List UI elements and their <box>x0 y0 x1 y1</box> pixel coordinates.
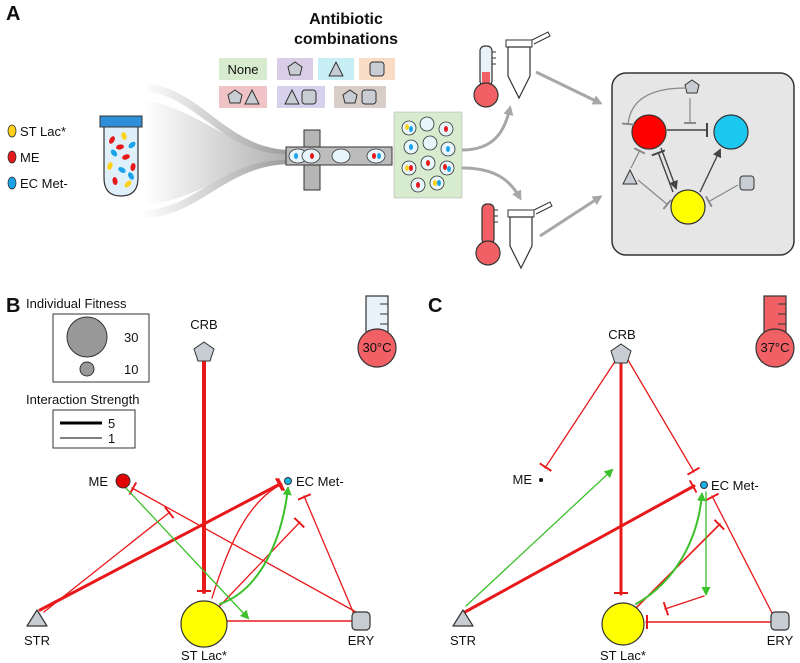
combo-row-1: None <box>219 58 395 80</box>
tube-37c-icon <box>507 201 553 270</box>
pentagon-icon <box>227 89 243 104</box>
ec-met-cell-icon <box>7 176 17 190</box>
me-label-c: ME <box>513 472 533 487</box>
me-node-b <box>115 473 131 489</box>
tube-30c-icon <box>505 31 551 100</box>
me-label-b: ME <box>89 474 109 489</box>
fitness-large-circle <box>66 316 108 358</box>
panel-b-edges <box>38 358 357 628</box>
panel-letter-c: C <box>428 295 442 317</box>
ec-node-c <box>700 481 708 489</box>
fitness-legend-title: Individual Fitness <box>26 296 127 311</box>
panel-letter-a: A <box>6 3 20 25</box>
combo-crb-ery <box>334 86 386 108</box>
square-icon <box>301 89 317 105</box>
thermometer-37c-badge: 37°C <box>755 295 795 368</box>
culture-tube-icon <box>99 115 143 197</box>
temperature-30c-label: 30°C <box>362 340 391 355</box>
pentagon-icon <box>342 89 358 104</box>
crb-node-c <box>610 343 632 364</box>
combo-none-label: None <box>227 62 258 77</box>
triangle-icon <box>328 61 344 77</box>
combo-row-2 <box>219 86 386 108</box>
arrow-to-37c <box>461 166 522 201</box>
panel-a-title-line2: combinations <box>294 31 398 48</box>
funnel-gradient <box>145 100 290 205</box>
st-lac-cell-icon <box>7 124 17 138</box>
thermometer-30c-badge: 30°C <box>357 295 397 368</box>
square-icon <box>739 175 755 191</box>
triangle-icon <box>622 168 638 185</box>
triangle-icon <box>244 88 260 105</box>
strength-legend-title: Interaction Strength <box>26 392 139 407</box>
thermometer-37c-icon <box>475 203 501 266</box>
st-node-b <box>180 600 228 648</box>
str-label-b: STR <box>24 633 50 648</box>
panel-a: A ST Lac* ME EC Met- <box>6 3 795 270</box>
crb-label-c: CRB <box>608 327 635 342</box>
panel-c-edges <box>463 359 773 629</box>
arrow-to-network-bottom <box>539 195 603 238</box>
thermometer-30c-icon <box>473 45 499 108</box>
crb-label-b: CRB <box>190 317 217 332</box>
combo-crb-str <box>219 86 267 108</box>
strain-label-ec: EC Met- <box>20 176 68 191</box>
fitness-large-value: 30 <box>124 330 138 345</box>
arrow-to-network-top <box>535 70 603 105</box>
me-node-c <box>539 478 543 482</box>
str-node-b <box>26 609 48 627</box>
st-node-schematic <box>670 189 706 225</box>
st-label-b: ST Lac* <box>181 648 227 663</box>
combo-none <box>219 58 267 80</box>
panel-a-title-line1: Antibiotic <box>309 11 383 28</box>
fitness-legend: Individual Fitness 30 10 <box>26 296 150 383</box>
ery-label-c: ERY <box>767 633 794 648</box>
panel-letter-b: B <box>6 295 20 317</box>
combo-str-ery <box>277 86 325 108</box>
ery-node-b <box>351 611 371 631</box>
me-cell-icon <box>7 150 17 164</box>
str-label-c: STR <box>450 633 476 648</box>
temperature-37c-label: 37°C <box>760 340 789 355</box>
panel-c: C 37°C CRB ME E <box>428 295 795 663</box>
arrow-to-30c <box>461 105 514 152</box>
microfluidic-channel <box>285 129 393 191</box>
strain-legend: ST Lac* ME EC Met- <box>7 124 68 191</box>
ec-node-b <box>284 477 292 485</box>
fitness-small-value: 10 <box>124 362 138 377</box>
droplet-collection <box>393 111 463 199</box>
ery-node-c <box>770 611 790 631</box>
triangle-icon <box>284 88 300 105</box>
st-node-c <box>601 602 645 646</box>
strength-thin-value: 1 <box>108 431 115 446</box>
str-node-c <box>452 609 474 627</box>
strain-label-me: ME <box>20 150 40 165</box>
pentagon-icon <box>287 61 303 76</box>
pentagon-icon <box>684 79 700 94</box>
ec-node-schematic <box>713 114 749 150</box>
ec-label-c: EC Met- <box>711 478 759 493</box>
strength-legend: Interaction Strength 5 1 <box>26 392 139 449</box>
square-icon <box>361 89 377 105</box>
fitness-small-circle <box>79 361 95 377</box>
st-label-c: ST Lac* <box>600 648 646 663</box>
network-schematic <box>611 72 795 256</box>
ery-label-b: ERY <box>348 633 375 648</box>
strength-thick-value: 5 <box>108 416 115 431</box>
strain-label-st: ST Lac* <box>20 124 66 139</box>
crb-node-b <box>193 341 215 362</box>
panel-b: B Individual Fitness 30 10 Interaction S… <box>6 295 397 663</box>
square-icon <box>369 61 385 77</box>
ec-label-b: EC Met- <box>296 474 344 489</box>
me-node-schematic <box>631 114 667 150</box>
